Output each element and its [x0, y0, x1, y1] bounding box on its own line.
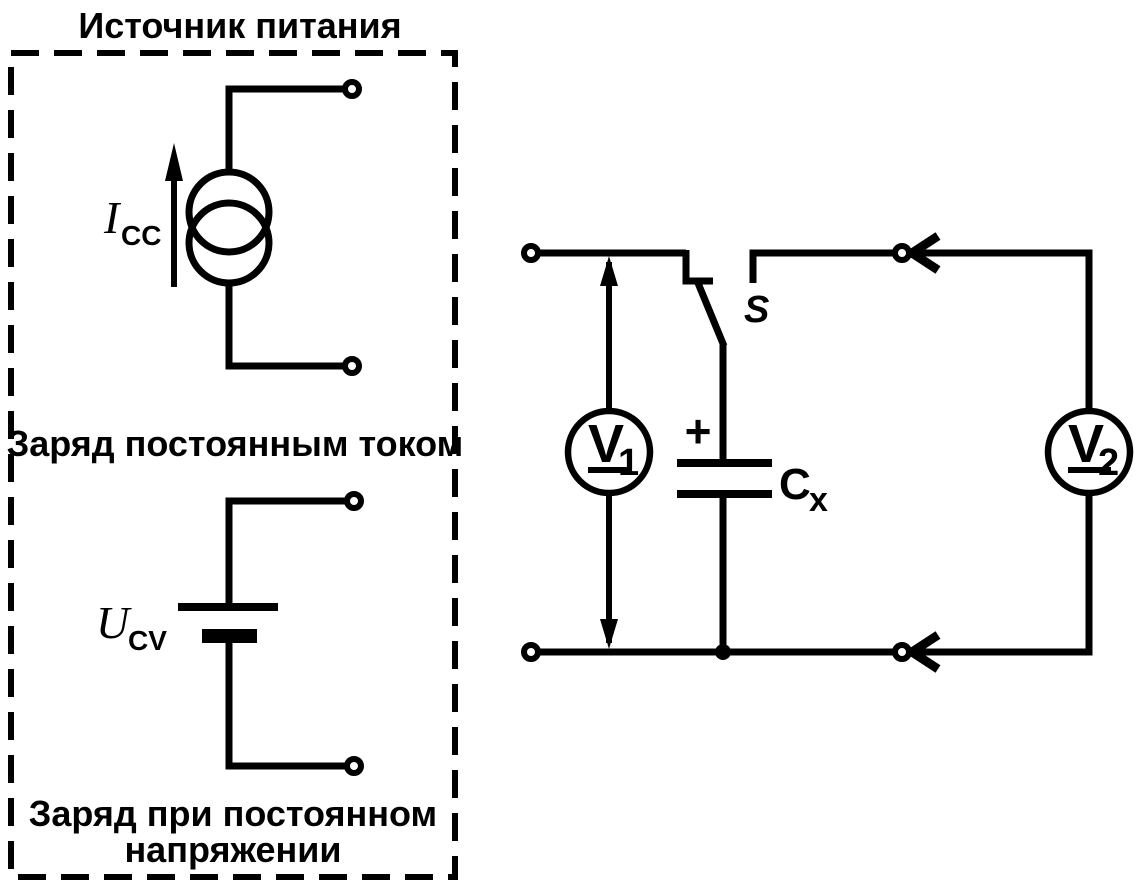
- wire: [225, 85, 345, 174]
- switch-icon: [694, 281, 728, 348]
- terminal-icon: [892, 642, 912, 662]
- down-arrowhead-icon: [600, 619, 618, 649]
- terminal-icon: [344, 756, 364, 776]
- power-source-title: Источник питания: [78, 5, 401, 46]
- constant-voltage-caption-line2: напряжении: [124, 829, 341, 870]
- capacitor-label: C x: [779, 460, 828, 519]
- terminal-icon: [892, 243, 912, 263]
- voltage-source-label: U CV: [96, 597, 167, 656]
- up-arrowhead-icon: [165, 143, 183, 181]
- terminal-icon: [344, 491, 364, 511]
- voltmeter-2-label: V 2: [1068, 414, 1119, 484]
- polarity-plus-sign: +: [685, 405, 712, 457]
- junction-dot: [715, 644, 731, 660]
- terminal-icon: [342, 356, 362, 376]
- terminal-icon: [521, 243, 541, 263]
- voltmeter-2: V 2: [1044, 407, 1134, 497]
- wire: [682, 250, 713, 285]
- terminal-icon: [342, 79, 362, 99]
- constant-voltage-source: U CV: [96, 491, 364, 776]
- current-source-icon: [185, 168, 273, 256]
- voltmeter-1-label: V 1: [588, 414, 639, 484]
- switch-label: S: [744, 289, 769, 331]
- measurement-circuit: S + C x V 1: [521, 232, 1134, 673]
- wire: [225, 281, 345, 370]
- wire: [225, 643, 347, 770]
- voltmeter-1: V 1: [564, 407, 654, 497]
- terminal-icon: [521, 642, 541, 662]
- up-arrowhead-icon: [600, 256, 618, 286]
- wire: [225, 497, 347, 607]
- constant-voltage-caption-line1: Заряд при постоянном: [29, 793, 437, 834]
- current-source-label: I CC: [103, 192, 161, 251]
- constant-current-caption: Заряд постоянным током: [7, 423, 464, 464]
- power-source-box: [8, 50, 458, 880]
- constant-current-source: I CC: [103, 79, 362, 376]
- wire: [749, 249, 1093, 412]
- current-source-icon: [185, 199, 273, 287]
